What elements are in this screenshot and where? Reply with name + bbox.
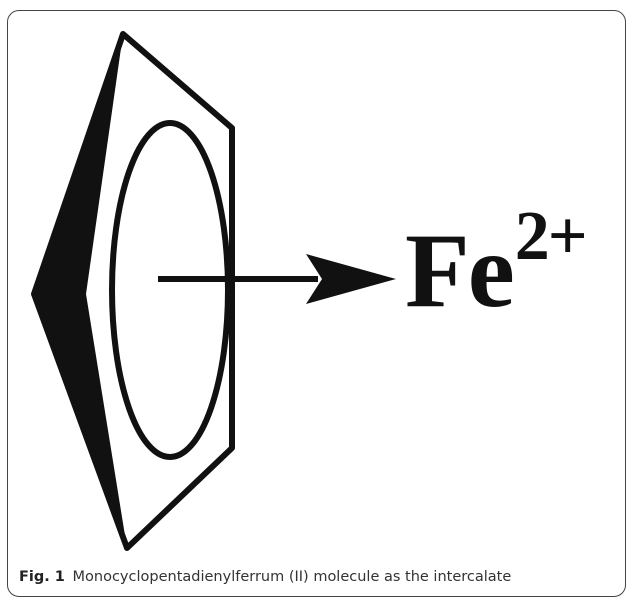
figure-caption: Fig. 1 Monocyclopentadienylferrum (II) m… bbox=[19, 569, 511, 585]
iron-charge: 2+ bbox=[514, 198, 588, 275]
cyclopentadienyl-ring bbox=[31, 31, 235, 551]
iron-ion-label: Fe2+ bbox=[405, 202, 588, 324]
bond-arrow-head bbox=[306, 254, 396, 304]
ring-shadow-wedge bbox=[34, 34, 127, 548]
caption-text: Monocyclopentadienylferrum (II) molecule… bbox=[72, 569, 512, 585]
iron-symbol: Fe bbox=[405, 212, 515, 329]
aromatic-circle bbox=[109, 120, 231, 460]
figure-number: Fig. 1 bbox=[19, 569, 65, 585]
